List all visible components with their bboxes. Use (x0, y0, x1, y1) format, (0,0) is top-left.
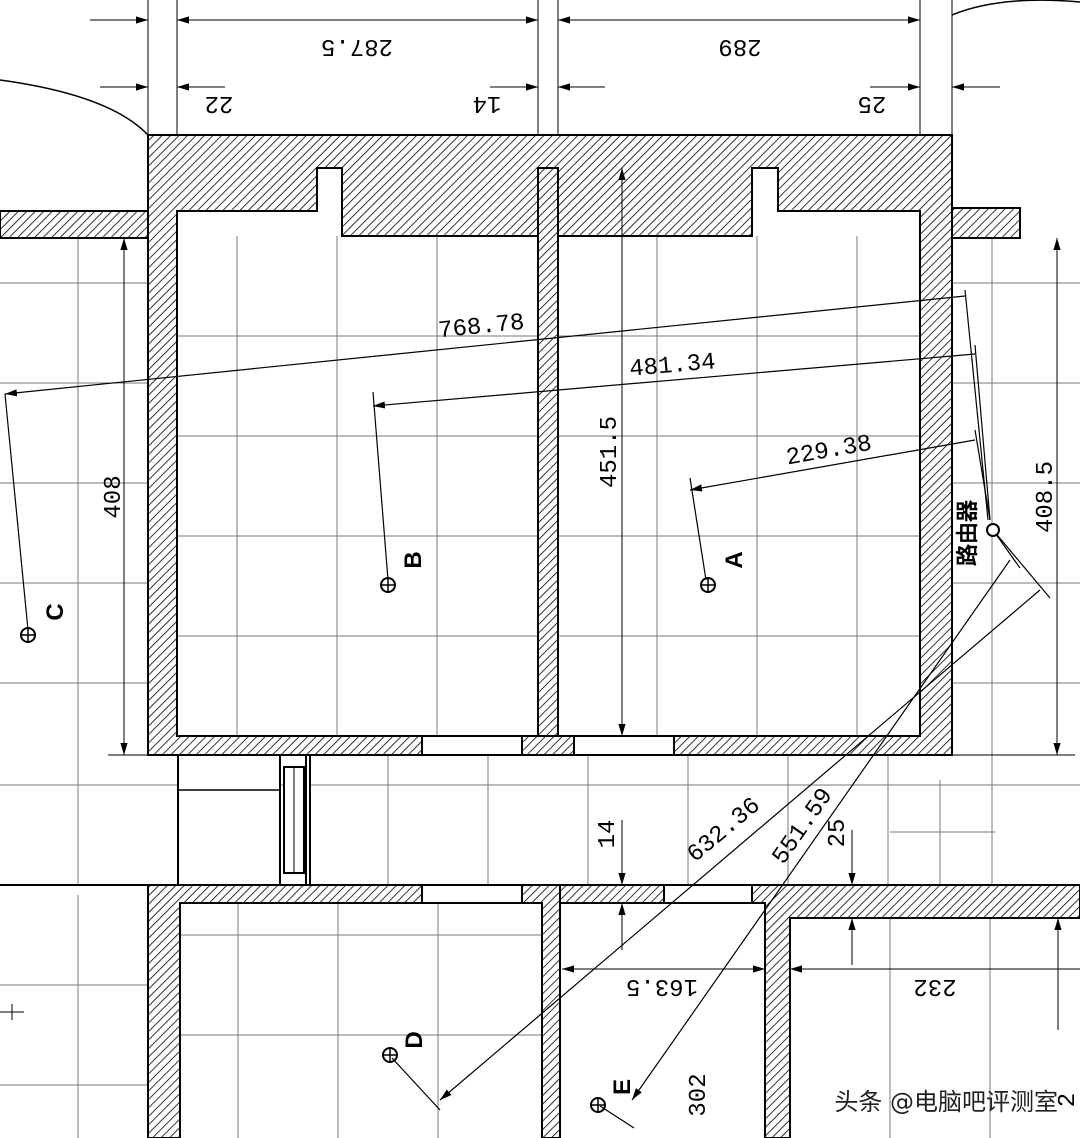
dim-25-top: 25 (858, 89, 887, 116)
ray-to-e (631, 559, 1011, 1101)
distance-to-b: 481.34 (628, 349, 716, 383)
point-d-marker (382, 1047, 398, 1063)
ray-to-d (439, 589, 1041, 1101)
ray-to-c (4, 295, 966, 397)
dim-408: 408 (101, 475, 128, 518)
point-a-marker (700, 577, 716, 593)
left-exterior-wall (0, 210, 149, 239)
door-opening-b (421, 735, 523, 756)
router-marker (986, 523, 1000, 537)
dim-302: 302 (686, 1073, 713, 1116)
point-a-label: A (721, 551, 748, 568)
point-d-label: D (401, 1031, 428, 1048)
router-label: 路由器 (955, 499, 981, 566)
point-b-marker (380, 577, 396, 593)
lower-right-room-wall (559, 884, 1080, 1138)
lower-left-room-wall (147, 884, 561, 1138)
distance-to-c: 768.78 (437, 310, 526, 346)
dim-163-5: 163.5 (626, 972, 698, 999)
point-c-label: C (42, 603, 69, 620)
ray-to-a (689, 439, 976, 492)
tile-grid (0, 168, 1080, 1138)
ray-to-b (372, 353, 976, 409)
point-e-label: E (609, 1079, 636, 1095)
point-c-marker (20, 627, 36, 643)
corridor-cabinet (177, 754, 281, 886)
measurement-points: A B C D E (20, 551, 748, 1113)
dim-22: 22 (205, 89, 234, 116)
dim-408-5: 408.5 (1033, 461, 1060, 533)
door-opening-e (663, 884, 753, 904)
point-b-label: B (400, 551, 427, 568)
dim-451-5: 451.5 (597, 416, 624, 488)
fixtures (0, 0, 1080, 904)
dim-2: 2 (1055, 1093, 1080, 1107)
corridor-jamb (305, 754, 311, 886)
right-exterior-wall (951, 207, 1021, 239)
point-e-marker (590, 1097, 606, 1113)
dim-14-corridor: 14 (595, 820, 622, 849)
door-opening-a (573, 735, 675, 756)
dim-14-top: 14 (473, 89, 502, 116)
door-swing-right (951, 0, 1080, 16)
center-partition-wall (537, 167, 559, 737)
dim-289: 289 (718, 32, 761, 59)
door-swing-left (0, 79, 149, 136)
walls (0, 134, 1080, 1138)
signal-rays (4, 289, 1051, 1129)
dim-232: 232 (913, 972, 956, 999)
door-opening-d (421, 884, 523, 904)
dimension-lines (0, 0, 1080, 1030)
dim-287-5: 287.5 (321, 32, 393, 59)
dim-25-corridor: 25 (825, 819, 852, 848)
watermark-text: 头条 @电脑吧评测室 (834, 1088, 1058, 1116)
